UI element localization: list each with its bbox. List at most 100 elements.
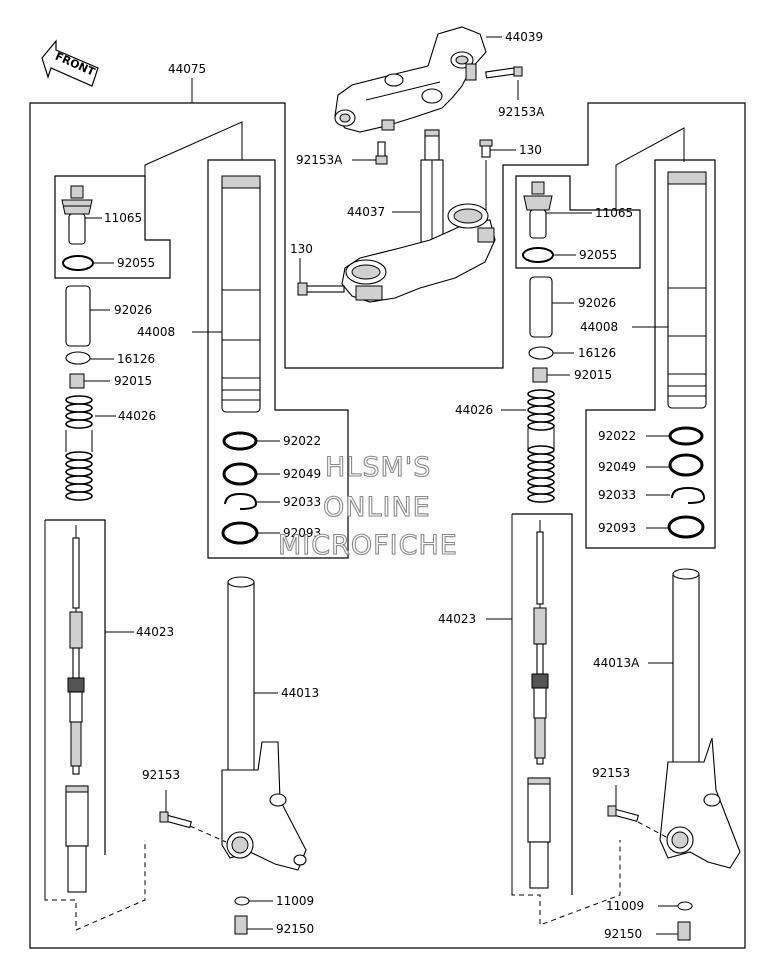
spring-coil bbox=[65, 459, 93, 469]
spring-coil bbox=[65, 395, 93, 405]
spring-coil bbox=[65, 403, 93, 413]
right-seal-92093 bbox=[667, 515, 705, 539]
watermark-line1: HLSM'S bbox=[325, 452, 431, 483]
left-clip-92033 bbox=[224, 492, 258, 510]
label-left-92049: 92049 bbox=[283, 467, 321, 481]
right-washer-16126 bbox=[528, 346, 554, 360]
label-left-92055: 92055 bbox=[117, 256, 155, 270]
bolt-130-left bbox=[297, 282, 345, 296]
left-oring-92055 bbox=[62, 255, 94, 271]
watermark-line2: ONLINE bbox=[323, 492, 431, 523]
label-left-92150: 92150 bbox=[276, 922, 314, 936]
label-44075: 44075 bbox=[168, 62, 206, 76]
spring-coil bbox=[527, 445, 555, 455]
spring-coil bbox=[527, 453, 555, 463]
label-left-44013: 44013 bbox=[281, 686, 319, 700]
right-seal-92022 bbox=[668, 426, 704, 446]
label-left-92015: 92015 bbox=[114, 374, 152, 388]
label-130-right: 130 bbox=[519, 143, 542, 157]
left-seal-92022 bbox=[222, 431, 258, 451]
right-outer-box bbox=[585, 159, 716, 549]
spring-coil bbox=[65, 419, 93, 429]
label-left-44023: 44023 bbox=[136, 625, 174, 639]
left-cap-11065 bbox=[61, 185, 93, 245]
label-right-92093: 92093 bbox=[598, 521, 636, 535]
label-right-92033: 92033 bbox=[598, 488, 636, 502]
label-left-92153: 92153 bbox=[142, 768, 180, 782]
label-right-44026: 44026 bbox=[455, 403, 493, 417]
label-right-92015: 92015 bbox=[574, 368, 612, 382]
label-right-16126: 16126 bbox=[578, 346, 616, 360]
label-right-92026: 92026 bbox=[578, 296, 616, 310]
right-nut-92015 bbox=[532, 367, 548, 383]
label-130-left: 130 bbox=[290, 242, 313, 256]
right-seal-92049 bbox=[668, 453, 704, 477]
right-cartridge-44023 bbox=[531, 520, 549, 765]
right-washer-11009 bbox=[677, 901, 693, 911]
left-seal-92093 bbox=[221, 521, 259, 545]
spring-coil bbox=[65, 491, 93, 501]
spring-coil bbox=[527, 469, 555, 479]
label-92153A-mid: 92153A bbox=[296, 153, 343, 167]
label-right-92055: 92055 bbox=[579, 248, 617, 262]
left-damper-sleeve bbox=[65, 785, 89, 893]
right-bolt-92150 bbox=[677, 921, 691, 941]
left-bolt-92150 bbox=[234, 915, 248, 935]
label-44037: 44037 bbox=[347, 205, 385, 219]
right-clip-92033 bbox=[671, 486, 706, 504]
left-cartridge-44023 bbox=[67, 525, 85, 775]
front-arrow-icon: FRONT bbox=[41, 39, 99, 87]
left-outer-tube-44008 bbox=[221, 175, 261, 413]
top-clamp-part bbox=[334, 26, 487, 133]
left-seal-92049 bbox=[222, 462, 258, 486]
bolt-92153A-top bbox=[485, 66, 523, 79]
right-oring-92055 bbox=[522, 247, 554, 263]
label-right-92153: 92153 bbox=[592, 766, 630, 780]
spring-coil bbox=[527, 405, 555, 415]
bolt-92153A-mid bbox=[375, 141, 388, 165]
right-damper-sleeve bbox=[527, 777, 551, 889]
left-bolt-92153 bbox=[159, 811, 192, 829]
left-inner-tube-44013 bbox=[221, 576, 307, 871]
label-right-44023: 44023 bbox=[438, 612, 476, 626]
steering-stem-part bbox=[341, 129, 496, 303]
spring-coil bbox=[527, 493, 555, 503]
spring-coil bbox=[65, 451, 93, 461]
bolt-130-right bbox=[479, 139, 493, 158]
left-outer-box bbox=[207, 159, 349, 559]
label-left-44026: 44026 bbox=[118, 409, 156, 423]
label-right-92049: 92049 bbox=[598, 460, 636, 474]
spring-coil bbox=[527, 389, 555, 399]
right-cap-box bbox=[515, 175, 641, 269]
label-left-92093: 92093 bbox=[283, 526, 321, 540]
right-cap-11065 bbox=[523, 181, 553, 239]
left-washer-11009 bbox=[234, 896, 250, 906]
label-92153A-top: 92153A bbox=[498, 105, 545, 119]
label-left-44008: 44008 bbox=[137, 325, 175, 339]
spring-coil bbox=[527, 477, 555, 487]
label-right-92022: 92022 bbox=[598, 429, 636, 443]
label-left-16126: 16126 bbox=[117, 352, 155, 366]
watermark: HLSM'S ONLINE MICROFICHE bbox=[277, 451, 457, 561]
right-outer-tube-44008 bbox=[667, 171, 707, 409]
right-inner-tube-44013A bbox=[659, 568, 741, 869]
spring-coil bbox=[65, 475, 93, 485]
label-right-44008: 44008 bbox=[580, 320, 618, 334]
spring-coil bbox=[65, 483, 93, 493]
left-collar-92026 bbox=[65, 285, 91, 347]
spring-coil bbox=[527, 421, 555, 431]
left-cartridge-box bbox=[45, 519, 106, 855]
left-washer-16126 bbox=[65, 351, 91, 365]
left-spring-44026 bbox=[65, 395, 93, 501]
label-44039: 44039 bbox=[505, 30, 543, 44]
spring-coil bbox=[527, 461, 555, 471]
spring-coil bbox=[527, 485, 555, 495]
label-right-11009: 11009 bbox=[606, 899, 644, 913]
spring-coil bbox=[65, 467, 93, 477]
spring-coil bbox=[65, 411, 93, 421]
right-cartridge-box bbox=[512, 513, 573, 895]
label-left-11065: 11065 bbox=[104, 211, 142, 225]
spring-coil bbox=[527, 413, 555, 423]
label-right-11065: 11065 bbox=[595, 206, 633, 220]
